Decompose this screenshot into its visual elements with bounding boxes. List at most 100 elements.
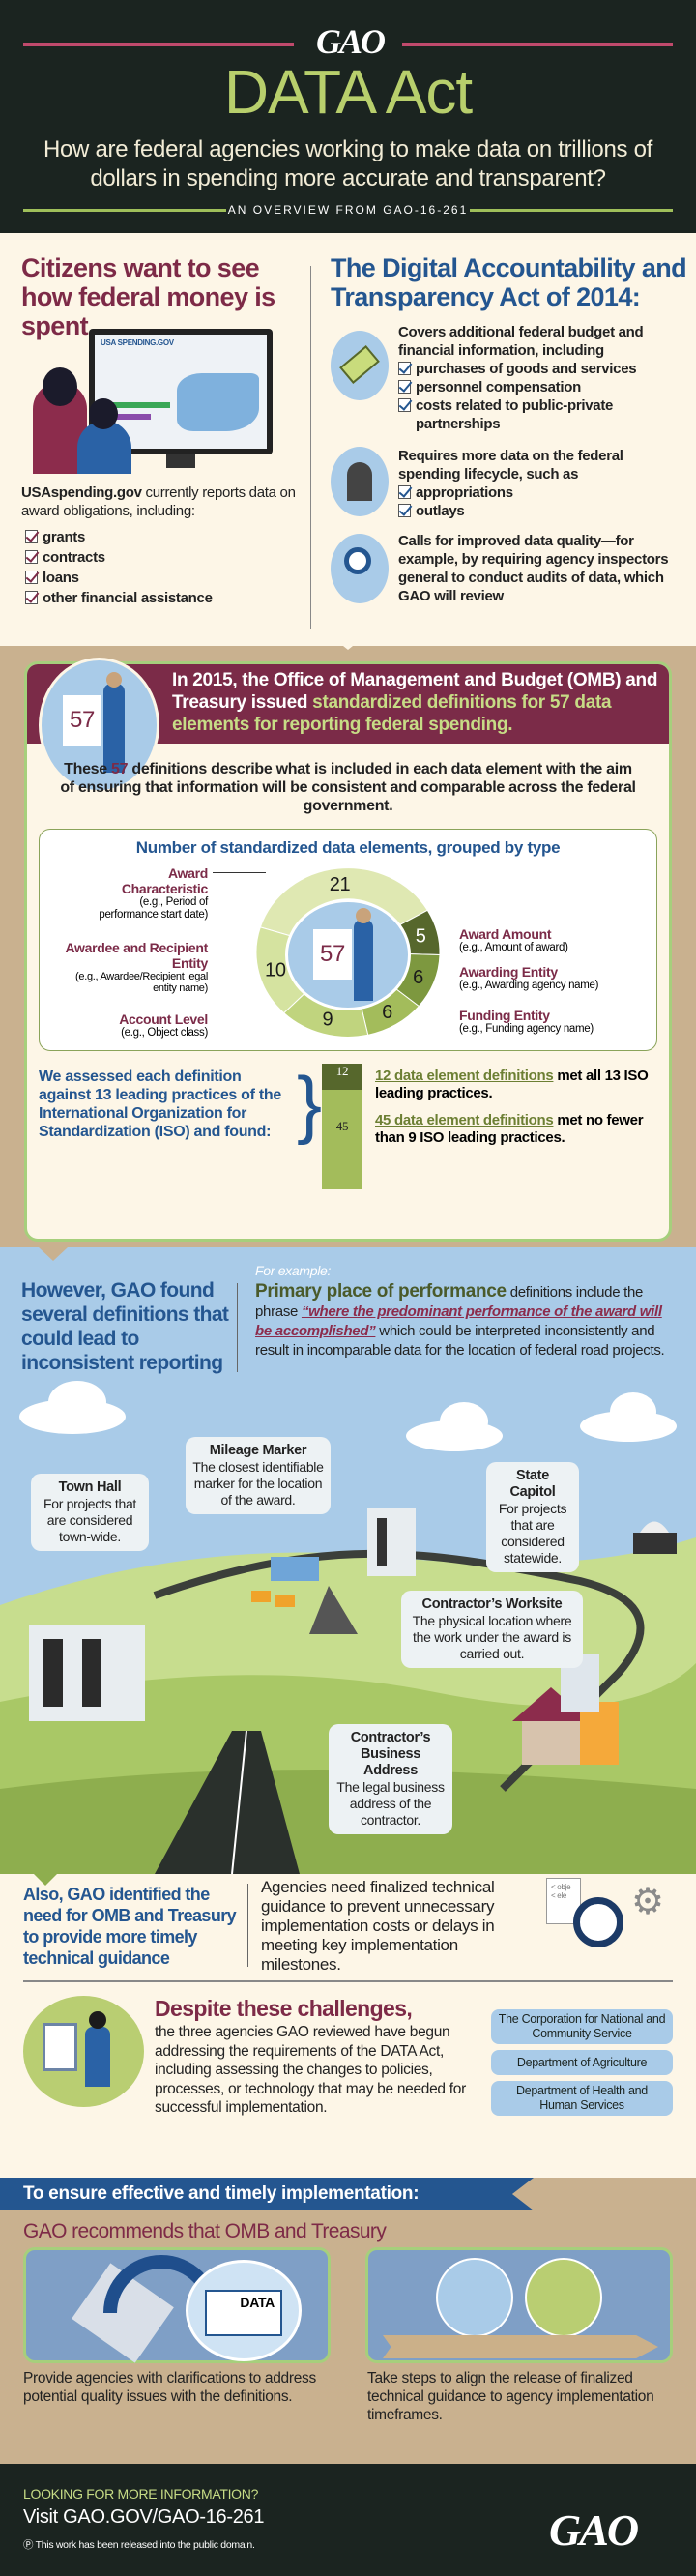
footer: [0, 2464, 696, 2576]
usaspending-illustration: USA SPENDING.GOV: [21, 329, 282, 474]
category-example: (e.g., Funding agency name): [459, 1023, 594, 1035]
category-example: (e.g., Amount of award): [459, 942, 568, 953]
guidance-heading: Also, GAO identified the need for OMB an…: [23, 1885, 237, 1968]
legend-awarding-entity: Awarding Entity(e.g., Awarding agency na…: [459, 964, 643, 992]
divider: [310, 266, 311, 629]
agency-badge: Department of Health and Human Services: [491, 2081, 673, 2116]
road: [155, 1731, 300, 1874]
gao-logo: GAO: [549, 2505, 639, 2555]
gear-icon: ⚙: [631, 1882, 664, 1922]
capitol-icon: [633, 1521, 677, 1554]
official-icon: [436, 2258, 513, 2337]
divider: [23, 1980, 673, 1982]
donut-value-label: 5: [416, 926, 426, 948]
official-57-illustration: 57: [39, 658, 160, 793]
book-label: DATA: [205, 2290, 282, 2336]
page-subtitle: How are federal agencies working to make…: [43, 136, 653, 191]
badge-57: 57: [69, 707, 96, 733]
issues-example: Primary place of performance definitions…: [255, 1282, 681, 1361]
progress-text: the three agencies GAO reviewed have beg…: [155, 2024, 466, 2116]
divider: [237, 1283, 238, 1372]
official-57-illustration: 57: [285, 899, 411, 1010]
category-label: Awarding Entity: [459, 964, 558, 980]
checkbox-icon: [398, 485, 411, 499]
donut-value-label: 9: [322, 1010, 333, 1031]
page-title: DATA Act: [223, 57, 473, 127]
iso-stacked-bar: 12 45: [322, 1064, 362, 1189]
finding-text: met all 13 ISO leading practices.: [375, 1068, 649, 1101]
footer-link[interactable]: Visit GAO.GOV/GAO-16-261: [23, 2506, 265, 2528]
divider: [470, 209, 673, 212]
example-label: For example:: [255, 1263, 332, 1278]
screen-logo: USA SPENDING.GOV: [101, 338, 174, 347]
award-type-list: grants contracts loans other financial a…: [25, 528, 213, 607]
person-icon: [103, 684, 125, 773]
pointer: [34, 1874, 57, 1886]
checkbox-icon: [398, 398, 411, 412]
chart-title: Number of standardized data elements, gr…: [135, 838, 561, 857]
category-label: Account Level: [119, 1011, 208, 1027]
footer-question: LOOKING FOR MORE INFORMATION?: [23, 2486, 259, 2502]
brace-icon: }: [297, 1061, 322, 1146]
finding-link[interactable]: 45 data element definitions: [375, 1112, 554, 1128]
act-heading: The Digital Accountability and Transpare…: [331, 253, 687, 311]
agency-badge: Department of Agriculture: [491, 2050, 673, 2075]
callout-text: For projects that are considered statewi…: [498, 1501, 567, 1566]
callout-text: For projects that are considered town-wi…: [43, 1496, 137, 1544]
donut-value-label: 6: [413, 967, 423, 988]
divider: [23, 43, 294, 46]
recommendation-1-illustration: DATA: [23, 2247, 331, 2363]
list-item: grants: [25, 528, 213, 546]
progress-heading: Despite these challenges,: [155, 1996, 413, 2021]
checkbox-icon: [25, 591, 38, 604]
recommendations-heading: GAO recommends that OMB and Treasury: [23, 2220, 387, 2242]
callout-text: The closest identifiable marker for the …: [192, 1459, 324, 1508]
category-label: Award Amount: [459, 926, 552, 942]
money-icon: [331, 331, 389, 400]
donut-value-label: 6: [382, 1002, 392, 1023]
desc-text: definitions describe what is included in…: [60, 761, 636, 814]
category-example: (e.g., Awarding agency name): [459, 980, 599, 991]
citizens-heading: Citizens want to see how federal money i…: [21, 253, 276, 340]
recommendation-2: Take steps to align the release of final…: [367, 2370, 654, 2423]
divider: [23, 209, 226, 212]
list-item: appropriations: [398, 483, 688, 502]
callout-title: Contractor’s Business Address: [350, 1730, 431, 1778]
town-hall-building: [29, 1625, 145, 1721]
example-text: definitions include the phrase: [255, 1284, 644, 1320]
checkbox-icon: [25, 550, 38, 564]
guidance-text: Agencies need finalized technical guidan…: [261, 1878, 495, 1974]
legend-award-amount: Award Amount(e.g., Amount of award): [459, 926, 633, 954]
desc-text: These: [64, 761, 112, 777]
item-label: costs related to public-private partners…: [416, 397, 614, 432]
list-item: purchases of goods and services: [398, 360, 688, 378]
iso-finding-1: 12 data element definitions met all 13 I…: [375, 1068, 655, 1102]
pointer: [334, 638, 362, 650]
callout-text: The legal business address of the contra…: [336, 1779, 445, 1828]
item-label: loans: [43, 570, 79, 586]
pointer: [39, 1247, 68, 1261]
checkbox-icon: [25, 530, 38, 543]
finding-link[interactable]: 12 data element definitions: [375, 1068, 554, 1084]
official-checklist-illustration: [23, 1996, 144, 2107]
category-example: (e.g., Awardee/Recipient legal entity na…: [75, 971, 208, 994]
agency-badge: The Corporation for National and Communi…: [491, 2009, 673, 2044]
term: Primary place of performance: [255, 1281, 507, 1302]
public-domain-icon: Ⓟ: [23, 2539, 36, 2551]
checkbox-icon: [25, 571, 38, 584]
list-item: personnel compensation: [398, 378, 688, 396]
item-label: personnel compensation: [416, 379, 581, 395]
checkbox-icon: [398, 362, 411, 375]
office-building: [367, 1508, 416, 1576]
legend-awardee-entity: Awardee and Recipient Entity(e.g., Award…: [53, 940, 209, 994]
callout-title: Mileage Marker: [209, 1443, 307, 1458]
category-label: Funding Entity: [459, 1008, 550, 1023]
clipboard-icon: [43, 2023, 77, 2071]
leader-line: [213, 872, 266, 873]
checkbox-icon: [398, 380, 411, 394]
list-item: loans: [25, 569, 213, 587]
item-label: other financial assistance: [43, 590, 213, 606]
person-icon: [85, 2027, 110, 2087]
category-label: Awardee and Recipient Entity: [65, 940, 209, 971]
